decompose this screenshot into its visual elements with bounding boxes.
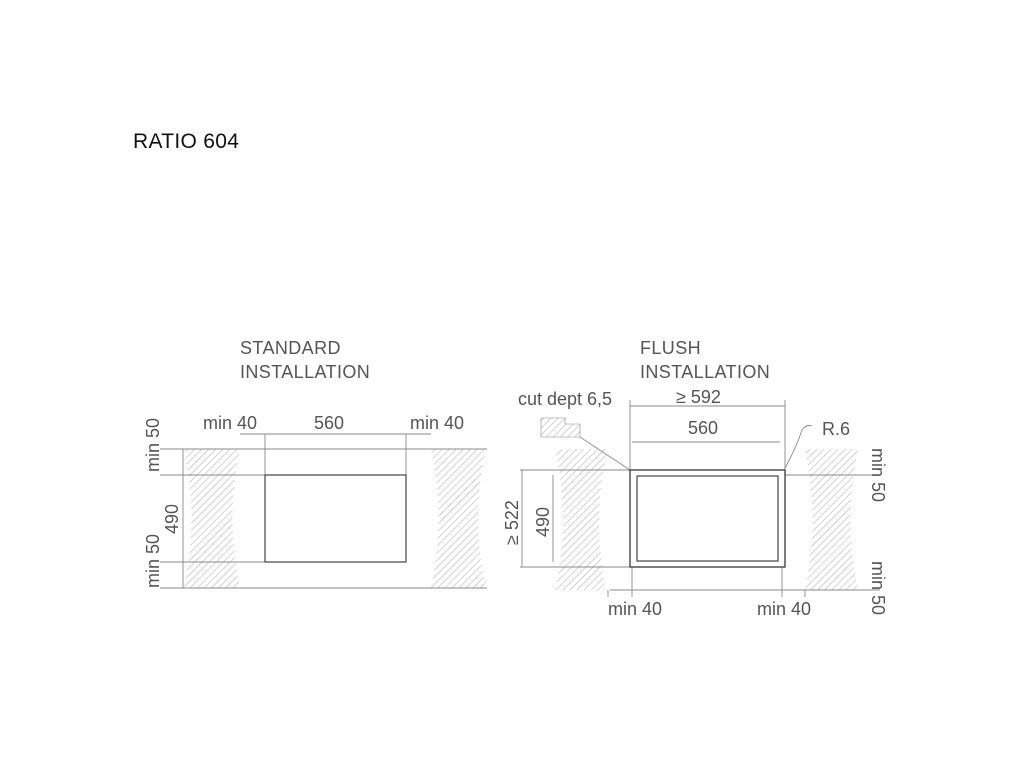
- flush-cut-depth-label: cut dept 6,5: [518, 389, 612, 409]
- flush-heading-line1: FLUSH: [640, 338, 701, 358]
- flush-min50-bottom-label: min 50: [868, 561, 888, 615]
- flush-cut-depth-detail: [540, 417, 581, 438]
- flush-min40-right-label: min 40: [757, 599, 811, 619]
- flush-outer-depth-label: ≥ 522: [502, 500, 522, 545]
- standard-counter-left: [184, 449, 240, 588]
- flush-outer-frame: [629, 469, 786, 568]
- flush-counter-left: [555, 449, 606, 590]
- standard-min40-right-label: min 40: [410, 413, 464, 433]
- flush-counter-right: [805, 449, 858, 590]
- standard-counter-right: [431, 449, 486, 588]
- flush-installation: FLUSH INSTALLATION cut dept: [502, 338, 888, 619]
- standard-min50-bottom-label: min 50: [143, 534, 163, 588]
- flush-min40-left-label: min 40: [608, 599, 662, 619]
- flush-heading-line2: INSTALLATION: [640, 362, 770, 382]
- flush-radius-leader: [783, 425, 813, 471]
- standard-min50-top-label: min 50: [143, 418, 163, 472]
- flush-outer-width-label: ≥ 592: [676, 387, 721, 407]
- standard-heading-line1: STANDARD: [240, 338, 341, 358]
- flush-inner-frame: [636, 475, 779, 562]
- standard-width-label: 560: [314, 413, 344, 433]
- standard-depth-label: 490: [162, 504, 182, 534]
- page-title: RATIO 604: [133, 130, 240, 153]
- standard-heading-line2: INSTALLATION: [240, 362, 370, 382]
- flush-radius-label: R.6: [822, 419, 850, 439]
- flush-depth-label: 490: [533, 507, 553, 537]
- standard-installation: STANDARD INSTALLATION min 40 560 min 40 …: [143, 338, 487, 589]
- flush-width-label: 560: [688, 418, 718, 438]
- standard-appliance-frame: [264, 474, 407, 563]
- standard-min40-left-label: min 40: [203, 413, 257, 433]
- flush-min50-top-label: min 50: [868, 448, 888, 502]
